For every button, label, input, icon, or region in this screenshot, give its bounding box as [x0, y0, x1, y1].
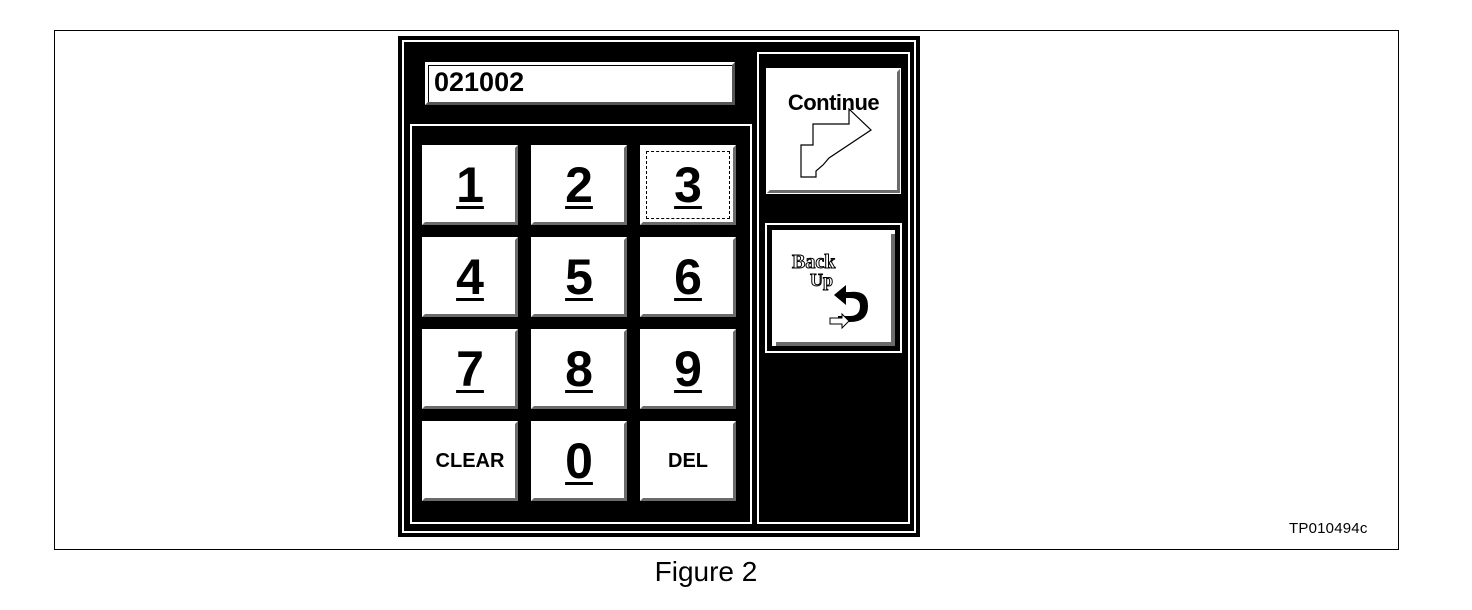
- back-up-line1: Back: [792, 251, 836, 273]
- key-8[interactable]: 8: [531, 329, 627, 409]
- key-label: 4: [456, 249, 484, 305]
- key-5[interactable]: 5: [531, 237, 627, 317]
- arrow-right-icon: [800, 107, 872, 178]
- focus-ring: [646, 151, 730, 219]
- key-label: 8: [565, 341, 593, 397]
- key-label: 9: [674, 341, 702, 397]
- key-label: 2: [565, 157, 593, 213]
- back-up-button[interactable]: Back Up: [765, 223, 902, 353]
- back-up-line2: Up: [810, 270, 833, 290]
- key-7[interactable]: 7: [422, 329, 518, 409]
- key-label: 1: [456, 157, 484, 213]
- number-input-field[interactable]: 021002: [425, 62, 735, 105]
- key-2[interactable]: 2: [531, 145, 627, 225]
- continue-button[interactable]: Continue: [766, 68, 901, 194]
- key-label: DEL: [668, 449, 708, 472]
- key-label: 6: [674, 249, 702, 305]
- key-1[interactable]: 1: [422, 145, 518, 225]
- figure-caption: Figure 2: [654, 556, 758, 587]
- input-value: 021002: [434, 67, 525, 97]
- keypad-panel: [410, 124, 752, 524]
- action-panel: [757, 52, 910, 524]
- continue-label: Continue: [787, 90, 880, 115]
- key-0[interactable]: 0: [531, 421, 627, 501]
- clear-key[interactable]: CLEAR: [422, 421, 518, 501]
- key-label: 3: [674, 157, 702, 213]
- key-label: 5: [565, 249, 593, 305]
- figure-id: TP010494c: [1289, 520, 1368, 537]
- u-turn-arrow-icon: [829, 285, 868, 330]
- delete-key[interactable]: DEL: [640, 421, 736, 501]
- screen-outline: [402, 40, 916, 533]
- key-4[interactable]: 4: [422, 237, 518, 317]
- key-3[interactable]: 3: [640, 145, 736, 225]
- key-label: 7: [456, 341, 484, 397]
- key-label: CLEAR: [435, 449, 505, 472]
- figure-frame: [54, 30, 1399, 550]
- key-label: 0: [565, 433, 593, 489]
- key-9[interactable]: 9: [640, 329, 736, 409]
- key-6[interactable]: 6: [640, 237, 736, 317]
- back-up-graphic: Back Up: [792, 251, 868, 330]
